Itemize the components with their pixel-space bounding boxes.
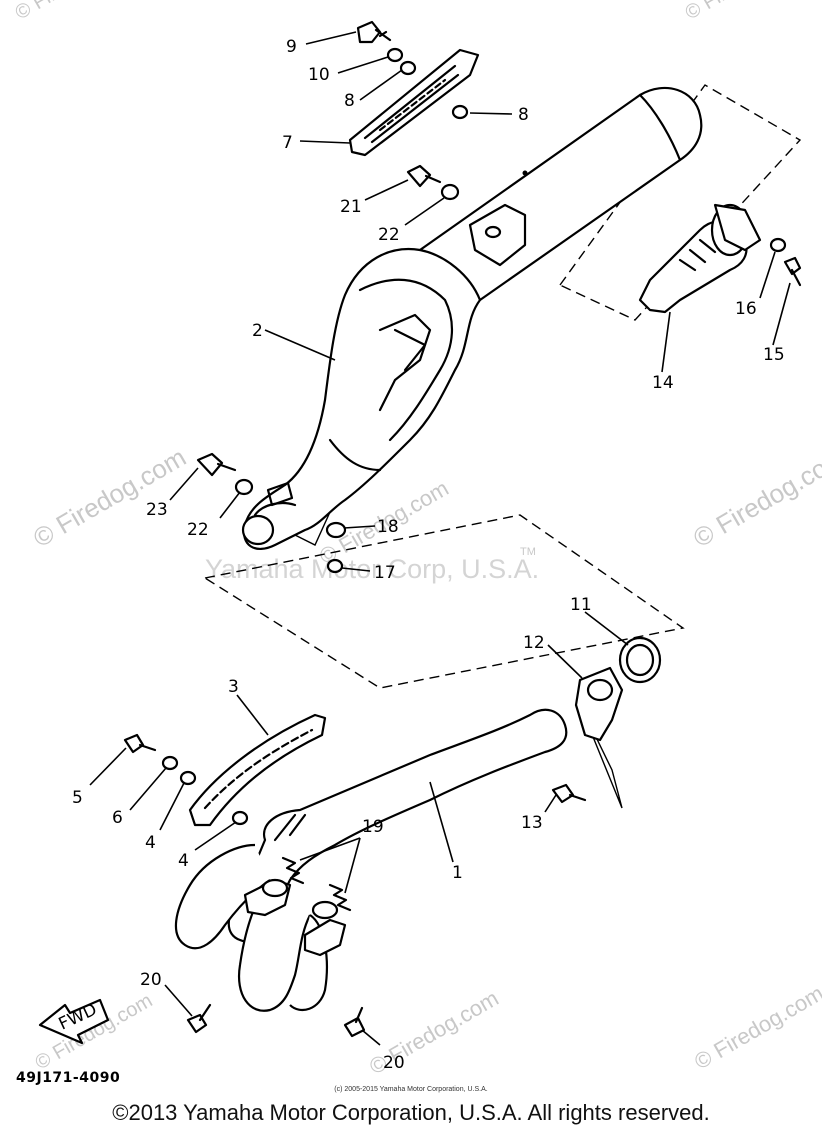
exhaust-pipe-part-1 xyxy=(174,708,568,1012)
callout-9: 9 xyxy=(286,37,297,57)
callout-8: 8 xyxy=(344,91,355,111)
callout-1: 1 xyxy=(452,863,463,883)
watermark-yamaha: Yamaha Motor Corp, U.S.A. xyxy=(205,554,539,584)
callout-3: 3 xyxy=(228,677,239,697)
diagram-code: 49J171-4090 xyxy=(16,1070,121,1086)
watermark-tm: TM xyxy=(520,546,536,558)
callout-19: 19 xyxy=(362,817,384,837)
silencer-part-14 xyxy=(638,203,762,314)
watermark-firedog: © Firedog.com xyxy=(28,442,191,553)
watermark-firedog: © Firedog.com xyxy=(690,980,822,1074)
fwd-arrow-icon: FWD xyxy=(38,998,110,1045)
clamp-part-12 xyxy=(574,666,624,742)
callout-13: 13 xyxy=(521,813,543,833)
callout-21: 21 xyxy=(340,197,362,217)
callout-2: 2 xyxy=(252,321,263,341)
callout-5: 5 xyxy=(72,788,83,808)
gasket-part-11 xyxy=(618,636,662,684)
muffler-part-2 xyxy=(241,86,703,551)
callout-6: 6 xyxy=(112,808,123,828)
small-copyright: (c) 2005-2015 Yamaha Motor Corporation, … xyxy=(334,1086,488,1093)
callout-7: 7 xyxy=(282,133,293,153)
callout-4: 4 xyxy=(178,851,189,871)
callout-20: 20 xyxy=(140,970,162,990)
callout-10: 10 xyxy=(308,65,330,85)
watermark-firedog: © Firedog.com xyxy=(682,0,807,24)
callout-17: 17 xyxy=(374,563,396,583)
callout-18: 18 xyxy=(377,517,399,537)
callout-16: 16 xyxy=(735,299,757,319)
protector-part-7 xyxy=(348,48,480,157)
callout-23: 23 xyxy=(146,500,168,520)
watermark-layer: © Firedog.com © Firedog.com © Firedog.co… xyxy=(12,0,822,1079)
callout-8: 8 xyxy=(518,105,529,125)
callout-labels: 1 2 3 4 4 5 6 7 8 8 9 10 11 12 13 14 15 … xyxy=(72,37,785,1073)
watermark-firedog: © Firedog.com xyxy=(688,442,822,553)
callout-22: 22 xyxy=(187,520,209,540)
callout-12: 12 xyxy=(523,633,545,653)
callout-22: 22 xyxy=(378,225,400,245)
callout-20: 20 xyxy=(383,1053,405,1073)
leader-lines xyxy=(89,31,791,1046)
callout-11: 11 xyxy=(570,595,592,615)
callout-4: 4 xyxy=(145,833,156,853)
watermark-firedog: © Firedog.com xyxy=(12,0,137,24)
callout-15: 15 xyxy=(763,345,785,365)
footer-copyright: ©2013 Yamaha Motor Corporation, U.S.A. A… xyxy=(112,1100,710,1125)
callout-14: 14 xyxy=(652,373,674,393)
hardware xyxy=(123,20,802,1038)
protector-part-3 xyxy=(188,713,327,827)
